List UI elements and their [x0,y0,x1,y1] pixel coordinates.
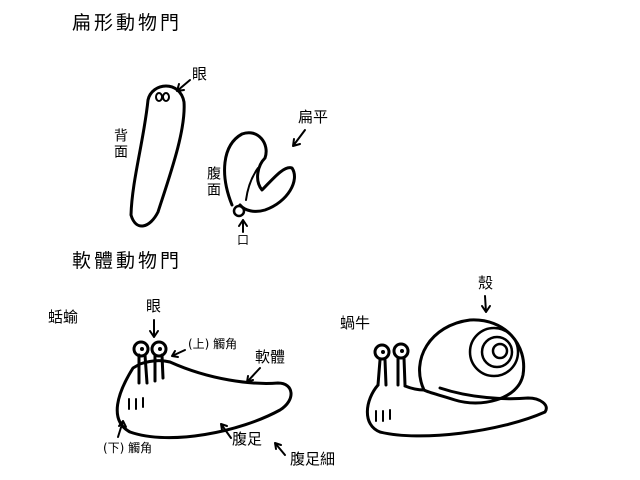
flatworm-ventral-drawing [223,129,306,233]
dorsal-label: 背面 [112,128,128,160]
flatworm-dorsal-drawing [129,79,191,228]
slug-eye-arrow [149,319,159,338]
snail-eye-left [373,343,391,361]
snail-drawing [365,295,548,438]
flatworm-mouth [232,204,246,218]
ventral-label: 腹面 [205,166,221,198]
shell-label: 殼 [478,274,494,292]
flatworm-eye-label: 眼 [192,65,208,83]
flat-arrow [292,129,306,147]
slug-eye-left [132,340,150,358]
foot-arrow [220,423,232,439]
lower-tentacle-arrow [117,420,127,438]
foot-label: 腹足 [232,430,263,448]
slug-name: 蛞蝓 [48,308,79,326]
slug-drawing [115,319,293,456]
upper-tentacle-arrow [171,349,186,358]
snail-name: 蝸牛 [340,314,371,332]
slug-body-label: 軟體 [255,348,286,366]
foot-fine-label: 腹足細 [290,450,336,468]
shell-arrow [481,295,491,313]
snail-shell [418,318,526,405]
foot-fine-arrow [274,442,286,456]
flat-label: 扁平 [298,108,329,126]
flatworm-heading: 扁形動物門 [72,12,183,34]
snail-eye-right [392,342,410,360]
upper-tentacle-label: (上) 觸角 [188,337,238,351]
mollusk-heading: 軟體動物門 [72,250,183,272]
flatworm-eye-arrow [176,79,191,92]
flatworm-eye-left [155,92,163,102]
slug-eye-right [150,340,168,358]
mouth-label: 口 [237,233,250,247]
mouth-arrow [238,219,248,233]
body-arrow [246,367,261,383]
flatworm-eye-right [162,92,170,102]
slug-eye-label: 眼 [146,297,162,315]
lower-tentacle-label: (下) 觸角 [103,441,153,455]
